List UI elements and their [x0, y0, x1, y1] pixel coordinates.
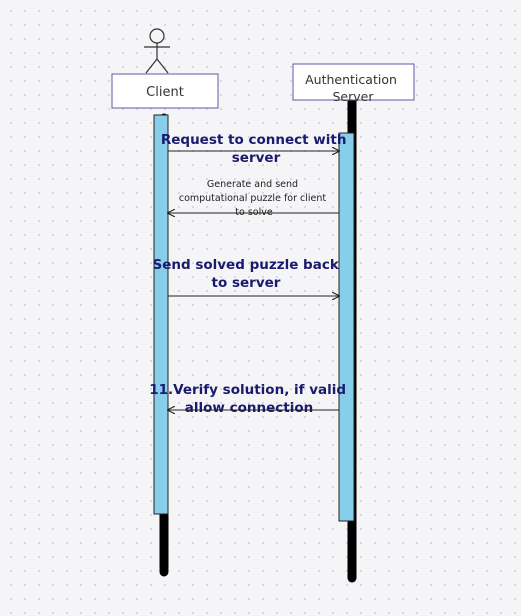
server-label-line-1: Authentication [305, 72, 397, 87]
msg4-line-2: allow connection [185, 400, 313, 416]
msg1-line-2: server [232, 150, 281, 166]
message-generate-puzzle-label: Generate and send computational puzzle f… [179, 179, 329, 218]
msg1-line-1: Request to connect with [161, 132, 347, 148]
msg3-line-1: Send solved puzzle back [152, 257, 339, 273]
message-generate-puzzle[interactable]: Generate and send computational puzzle f… [168, 179, 339, 218]
msg2-line-2: computational puzzle for client [179, 193, 327, 204]
msg4-line-1: 11.Verify solution, if valid [149, 382, 346, 398]
message-request-connect[interactable]: Request to connect with server [161, 132, 351, 166]
message-send-solved-puzzle[interactable]: Send solved puzzle back to server [152, 257, 343, 296]
message-request-connect-label: Request to connect with server [161, 132, 351, 166]
client-activation-bar [153, 114, 169, 515]
client-participant[interactable]: Client [111, 73, 219, 109]
client-actor-icon[interactable] [144, 28, 170, 74]
client-box[interactable] [111, 73, 219, 109]
msg3-line-2: to server [212, 275, 281, 291]
message-verify-solution-label: 11.Verify solution, if valid allow conne… [149, 382, 351, 416]
server-label: Authentication Server [305, 72, 401, 104]
server-box[interactable] [292, 63, 415, 101]
client-label: Client [146, 85, 184, 100]
msg2-line-1: Generate and send [207, 179, 298, 190]
server-activation-bar [338, 132, 355, 522]
message-verify-solution[interactable]: 11.Verify solution, if valid allow conne… [149, 382, 351, 416]
message-send-solved-puzzle-label: Send solved puzzle back to server [152, 257, 343, 291]
server-label-line-2: Server [333, 89, 375, 104]
server-participant[interactable]: Authentication Server [292, 63, 415, 104]
